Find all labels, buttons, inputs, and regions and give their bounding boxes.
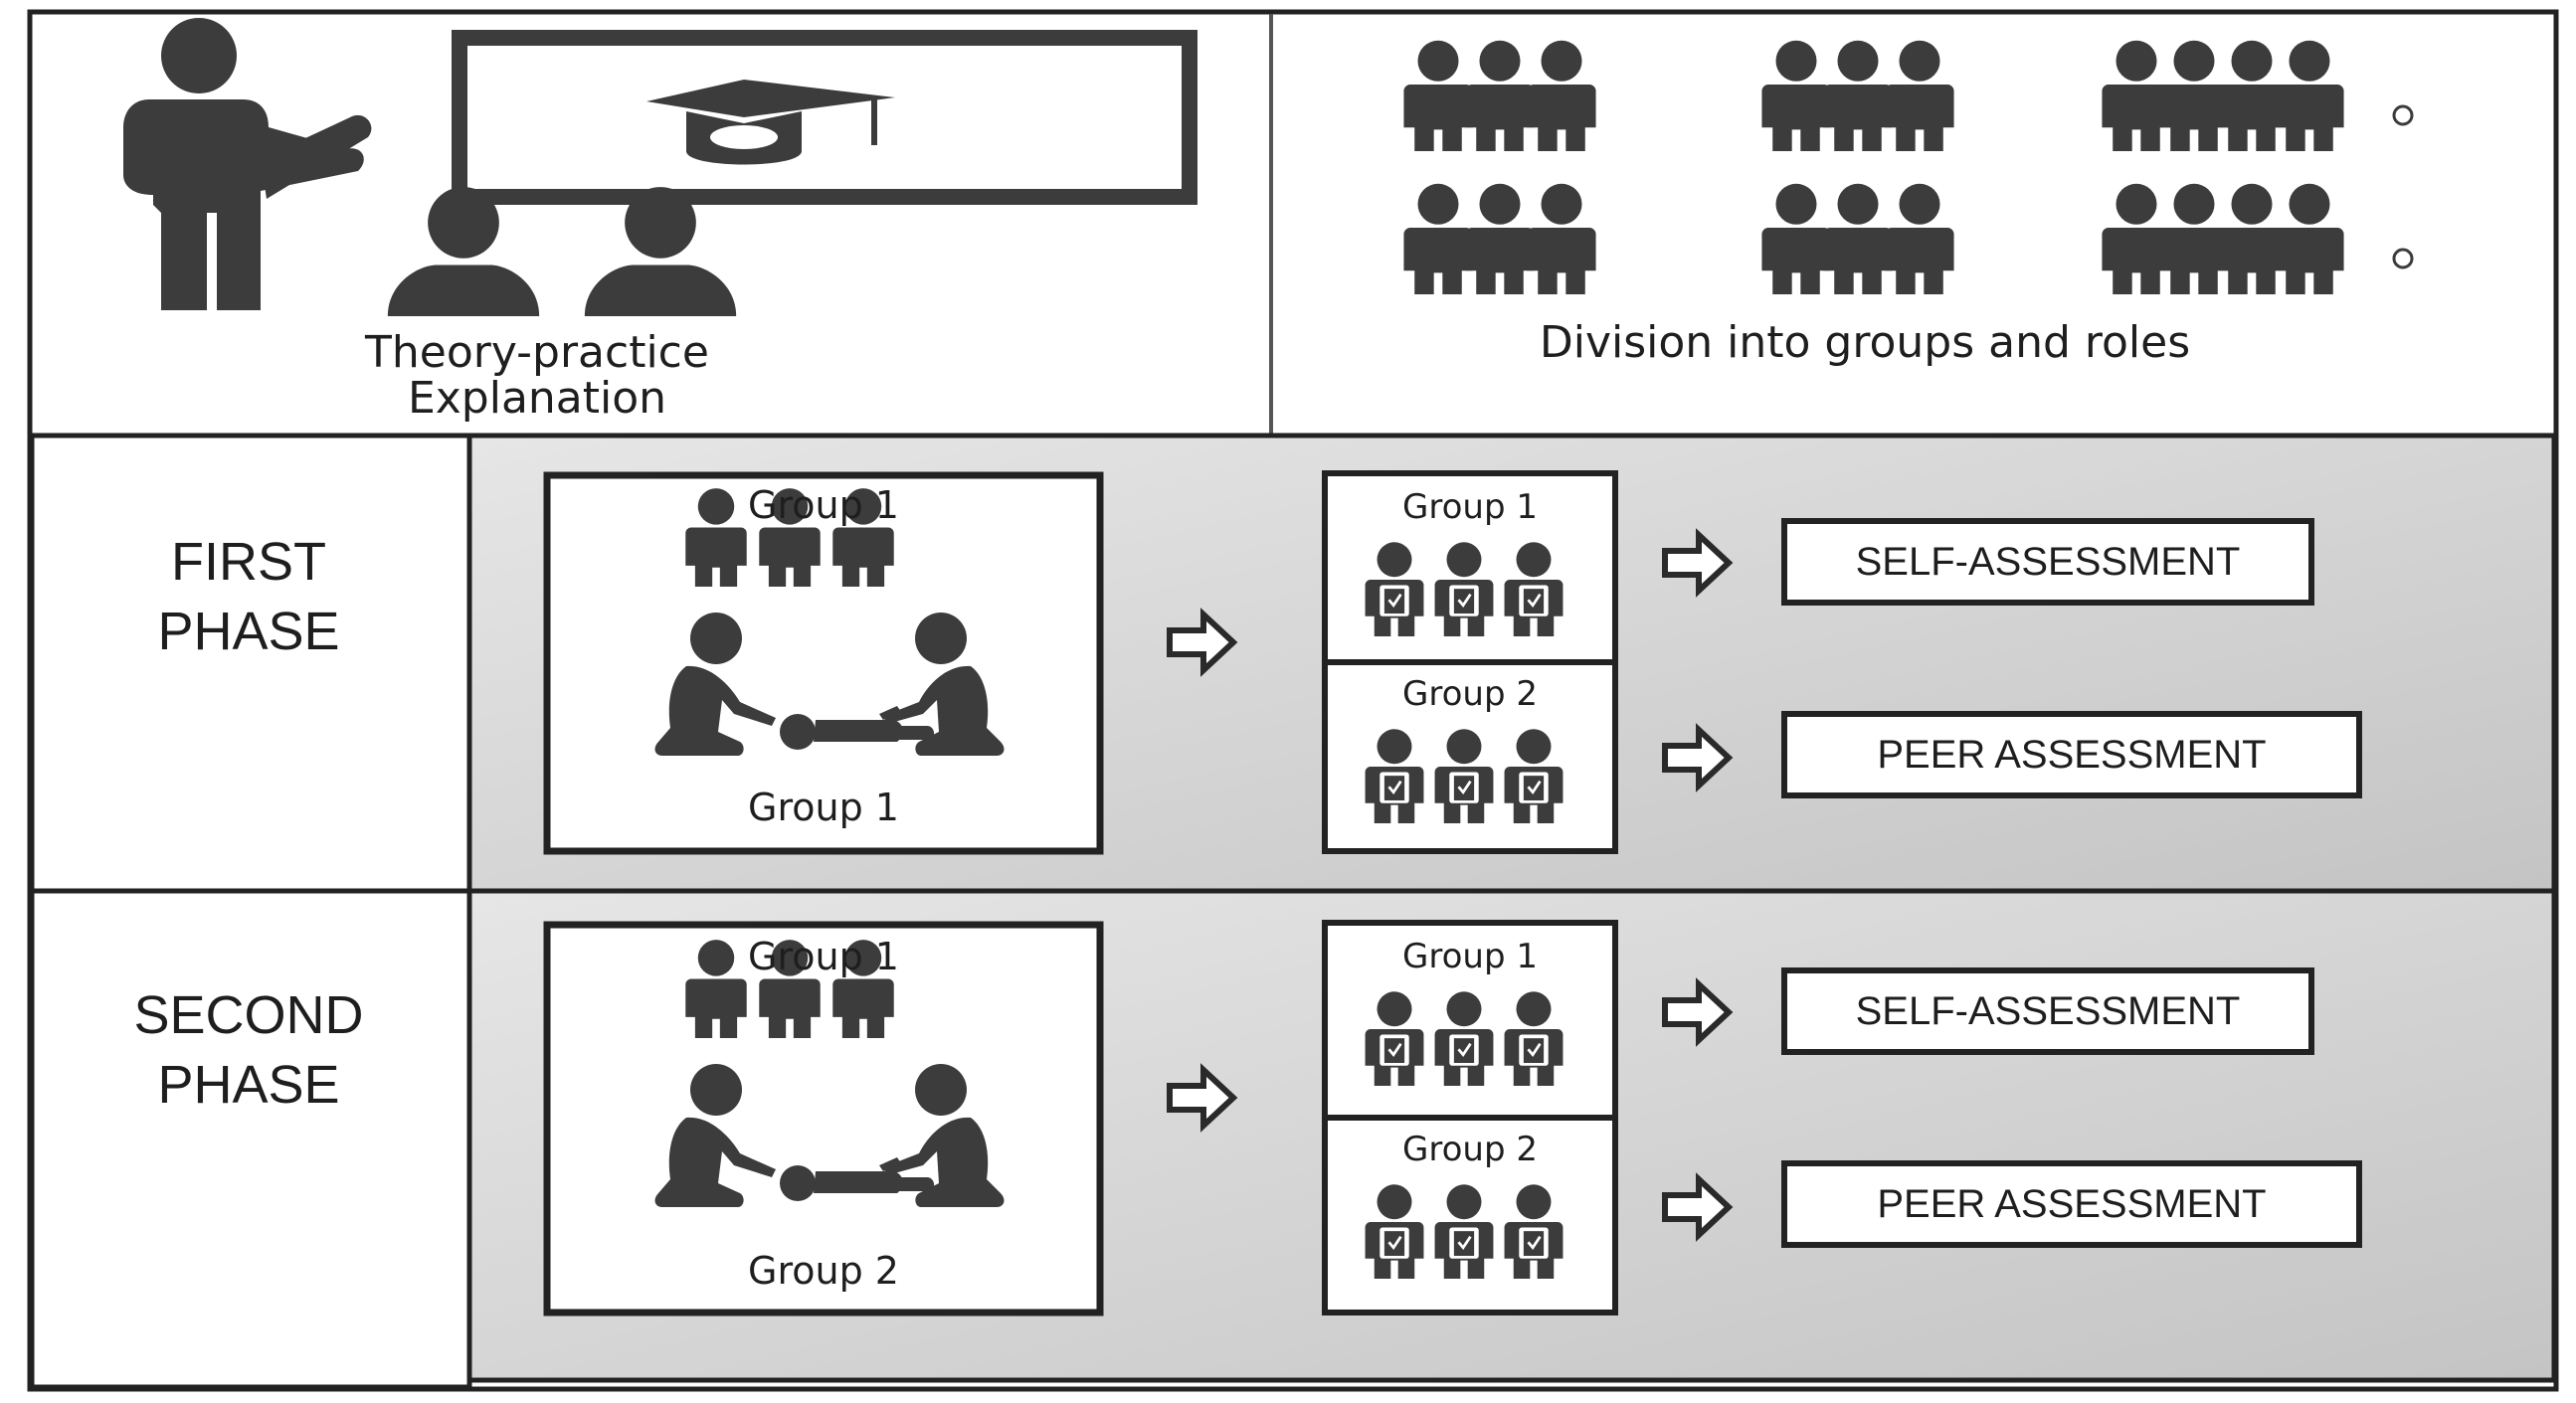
phase-1-label-line1: FIRST (171, 532, 326, 592)
theory-caption-line1: Theory-practice (365, 327, 709, 378)
theory-caption-line2: Explanation (407, 373, 667, 424)
self-assessment-box (1781, 518, 2314, 606)
phase-2-label-line1: SECOND (133, 985, 364, 1045)
scenario-2-top-label: Group 1 (748, 935, 899, 978)
scenario-1-bottom-label: Group 1 (748, 786, 899, 829)
eval-1-top-label: Group 1 (1402, 487, 1538, 527)
eval-2-bottom-label: Group 2 (1402, 1130, 1538, 1169)
phase-1-label-line2: PHASE (157, 602, 340, 661)
scenario-box (543, 921, 1104, 1316)
phase-2-label-line2: PHASE (157, 1055, 340, 1115)
peer-assessment-box (1781, 711, 2362, 798)
eval-2-top-label: Group 1 (1402, 937, 1538, 976)
scenario-1-top-label: Group 1 (748, 483, 899, 527)
phase-2-label: SECOND PHASE (40, 980, 458, 1120)
scenario-2-bottom-label: Group 2 (748, 1249, 899, 1293)
teacher-at-board-icon (123, 18, 1197, 310)
people-group-icon (1403, 41, 2414, 294)
peer-assessment-box (1781, 1160, 2362, 1248)
self-assessment-1-label: SELF-ASSESSMENT (1855, 540, 2241, 584)
peer-assessment-2-label: PEER ASSESSMENT (1877, 1182, 2267, 1226)
peer-assessment-1-label: PEER ASSESSMENT (1877, 733, 2267, 777)
phase-row-2 (29, 888, 2557, 1390)
phase-1-label: FIRST PHASE (40, 527, 458, 666)
eval-1-bottom-label: Group 2 (1402, 674, 1538, 714)
groups-caption: Division into groups and roles (1539, 317, 2191, 368)
phase-row-1 (29, 433, 2557, 894)
self-assessment-box (1781, 967, 2314, 1055)
theory-caption: Theory-practice Explanation (259, 330, 816, 422)
self-assessment-2-label: SELF-ASSESSMENT (1855, 989, 2241, 1033)
scenario-box (543, 471, 1104, 855)
